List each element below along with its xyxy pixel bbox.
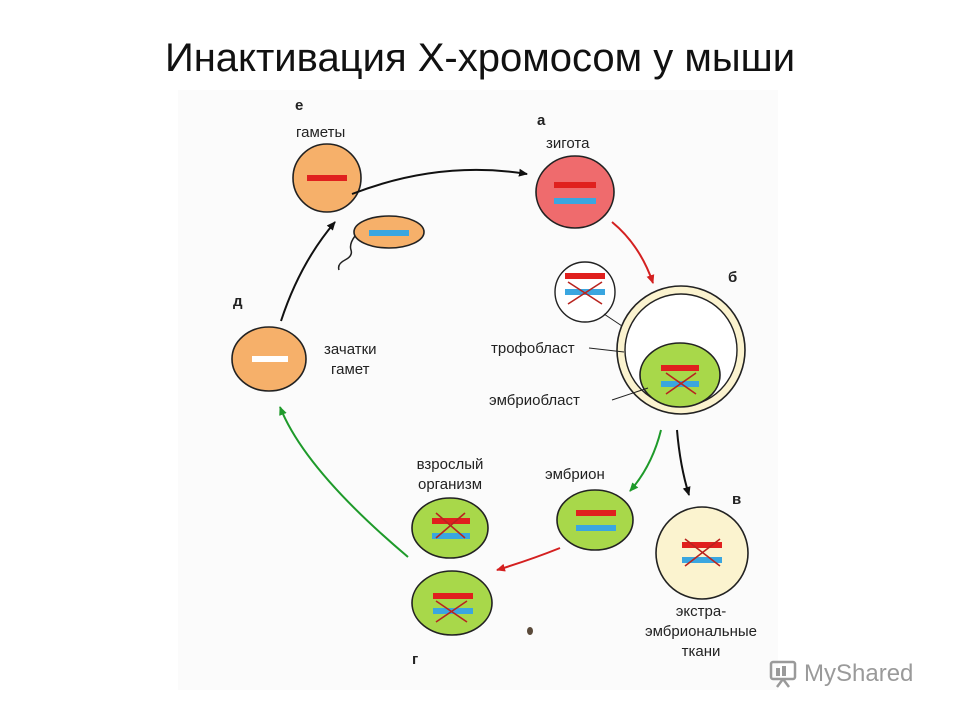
embryo-cell bbox=[556, 489, 634, 551]
inactivation-cross bbox=[435, 600, 468, 623]
germ-cell-label-line-1: зачатки bbox=[324, 341, 377, 358]
adult-cell-upper bbox=[411, 497, 489, 559]
arrow-zygote-to-blastocyst bbox=[611, 221, 655, 284]
arrow-germ-cells-to-gametes bbox=[280, 221, 336, 322]
maternal-x-chromosome bbox=[307, 175, 347, 181]
gametes-label: гаметы bbox=[296, 124, 345, 141]
adult-label-line-1: взрослый bbox=[417, 456, 484, 473]
arrow-gametes-to-zygote bbox=[351, 168, 528, 195]
maternal-x-chromosome bbox=[576, 510, 616, 516]
embryoblast-label: эмбриобласт bbox=[489, 392, 580, 409]
adult-cell-lower bbox=[411, 570, 493, 636]
inactivation-cross bbox=[684, 538, 721, 567]
adult-label-line-2: организм bbox=[418, 476, 482, 493]
zygote-cell bbox=[535, 155, 615, 229]
paternal-x-chromosome bbox=[432, 533, 470, 539]
watermark-logo: MyShared bbox=[768, 656, 913, 692]
stage-letter-a: а bbox=[537, 112, 546, 129]
arrow-blastocyst-to-extraembryonic bbox=[676, 429, 691, 496]
maternal-x-chromosome bbox=[433, 593, 473, 599]
maternal-x-chromosome bbox=[432, 518, 470, 524]
paternal-x-chromosome bbox=[682, 557, 722, 563]
paternal-x-chromosome bbox=[369, 230, 409, 236]
sperm-tail bbox=[337, 235, 356, 271]
inner-cell-mass bbox=[639, 342, 721, 408]
trophoblast-pointer bbox=[588, 347, 625, 353]
embryo-label: эмбрион bbox=[545, 466, 605, 483]
maternal-x-chromosome bbox=[554, 182, 596, 188]
stage-letter-e: е bbox=[295, 97, 303, 114]
maternal-x-chromosome bbox=[661, 365, 699, 371]
arrow-blastocyst-to-embryo bbox=[629, 429, 662, 492]
page-title: Инактивация Х-хромосом у мыши bbox=[164, 36, 796, 80]
paternal-x-chromosome bbox=[565, 289, 605, 295]
reactivated-x-chromosome bbox=[252, 356, 288, 362]
zygote-label: зигота bbox=[546, 135, 590, 152]
maternal-x-chromosome bbox=[565, 273, 605, 279]
extraembryonic-label-line-2: эмбриональные bbox=[645, 623, 757, 640]
stage-letter-g: г bbox=[412, 651, 418, 668]
embryoblast-pointer bbox=[611, 387, 649, 401]
germ-cell-label-line-2: гамет bbox=[331, 361, 370, 378]
arrow-adult-to-germ-cells bbox=[279, 406, 409, 558]
extraembryonic-label-line-1: экстра- bbox=[676, 603, 726, 620]
stage-letter-d: д bbox=[233, 293, 243, 310]
paternal-x-chromosome bbox=[576, 525, 616, 531]
inactivation-cross bbox=[435, 512, 466, 539]
inactivation-cross bbox=[567, 281, 603, 305]
watermark-text: MyShared bbox=[804, 660, 914, 687]
inactivation-cross bbox=[665, 372, 697, 395]
scan-speck bbox=[527, 627, 533, 635]
arrow-embryo-to-adult bbox=[496, 547, 561, 572]
extraembryonic-label-line-3: ткани bbox=[682, 643, 721, 660]
maternal-x-chromosome bbox=[682, 542, 722, 548]
stage-letter-b: б bbox=[728, 269, 737, 286]
trophoblast-label: трофобласт bbox=[491, 340, 575, 357]
paternal-x-chromosome bbox=[554, 198, 596, 204]
projector-screen-icon bbox=[768, 659, 798, 689]
stage-letter-v: в bbox=[732, 491, 741, 508]
